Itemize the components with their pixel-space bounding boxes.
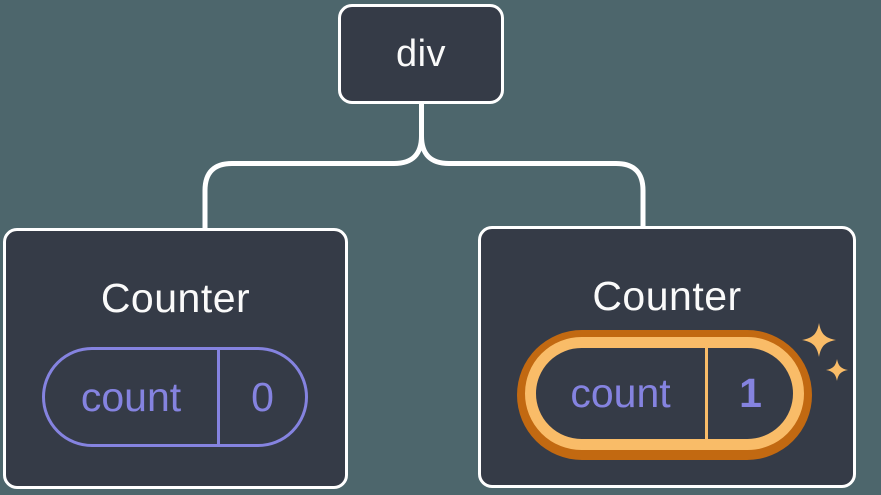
- state-key-label: count: [80, 373, 182, 420]
- counter-node-left: Counter count 0: [3, 228, 348, 489]
- state-pill: count 1: [525, 337, 804, 450]
- state-key-cell: count: [45, 350, 220, 444]
- sparkles-icon: [802, 323, 848, 381]
- state-pill-highlight-ring: count 1: [517, 330, 812, 460]
- state-value: 0: [251, 373, 274, 420]
- state-value: 1: [739, 370, 762, 416]
- component-title: Counter: [100, 275, 251, 321]
- component-title: Counter: [592, 273, 742, 319]
- state-key-cell: count: [536, 348, 708, 439]
- root-node-div: div: [338, 4, 504, 104]
- counter-node-right: Counter count 1: [478, 226, 856, 488]
- state-value-cell: 0: [220, 350, 305, 444]
- root-node-label: div: [395, 32, 447, 75]
- state-key-label: count: [570, 370, 671, 416]
- state-value-cell: 1: [708, 348, 793, 439]
- state-pill: count 0: [42, 347, 308, 447]
